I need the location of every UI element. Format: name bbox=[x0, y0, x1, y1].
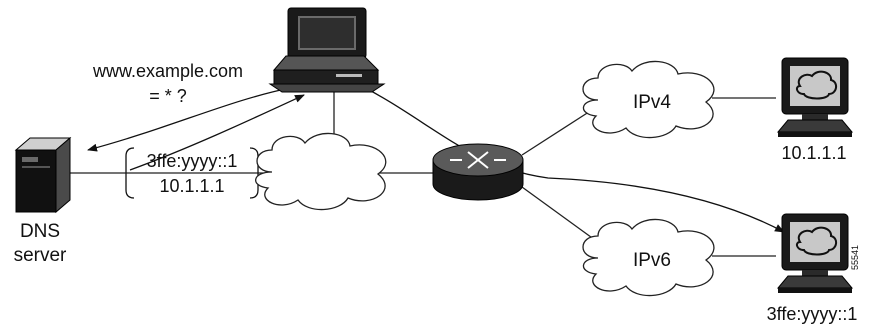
ipv6-cloud: IPv6 bbox=[582, 218, 715, 297]
ipv4-cloud-label: IPv4 bbox=[633, 92, 671, 113]
ipv4-cloud: IPv4 bbox=[582, 60, 715, 139]
router-icon bbox=[432, 143, 524, 201]
ipv6-cloud-label: IPv6 bbox=[633, 250, 671, 271]
link-router-to-ipv6 bbox=[521, 186, 596, 241]
response-arrow bbox=[129, 94, 305, 171]
connection-arrow bbox=[353, 81, 785, 233]
query-domain-label: www.example.com bbox=[92, 61, 243, 81]
response-ipv4-address: 10.1.1.1 bbox=[159, 176, 224, 196]
link-router-to-ipv4 bbox=[521, 107, 596, 156]
ipv4-host-address: 10.1.1.1 bbox=[781, 143, 846, 163]
ipv6-host-address: 3ffe:yyyy::1 bbox=[767, 304, 858, 324]
response-ipv6-address: 3ffe:yyyy::1 bbox=[147, 151, 238, 171]
lan-cloud bbox=[255, 132, 387, 211]
dns-label-line2: server bbox=[14, 245, 67, 266]
dns-label-line1: DNS bbox=[20, 221, 60, 242]
desktop-computer-icon bbox=[268, 7, 386, 93]
workstation-icon bbox=[776, 57, 854, 137]
query-arrow bbox=[87, 87, 291, 152]
dns-flow-arrows bbox=[87, 81, 785, 233]
query-wildcard-label: = * ? bbox=[149, 86, 187, 106]
response-bracket bbox=[125, 147, 259, 199]
workstation-icon bbox=[776, 213, 854, 293]
server-tower-icon bbox=[14, 136, 72, 214]
figure-id: 55541 bbox=[850, 245, 860, 270]
